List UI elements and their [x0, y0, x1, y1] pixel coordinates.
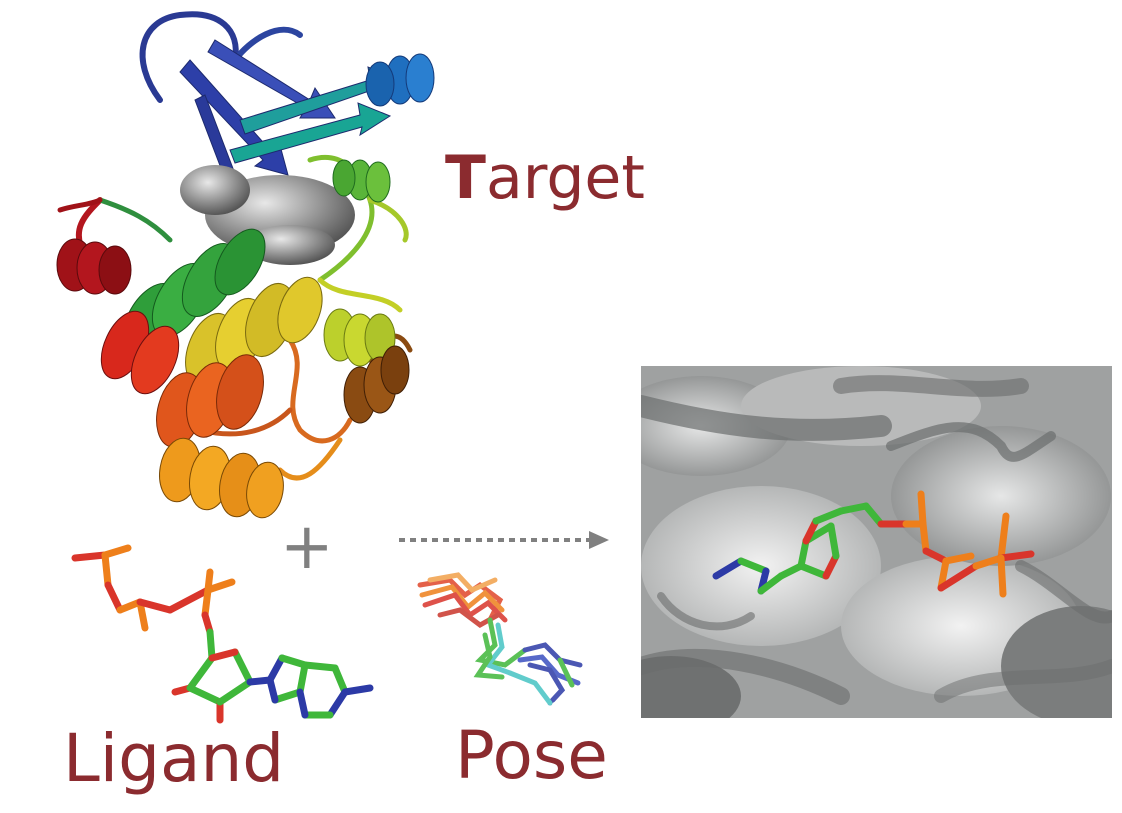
- pose-label: Pose: [455, 717, 608, 794]
- target-label-rest: arget: [485, 143, 645, 213]
- binding-pocket-panel: [641, 366, 1112, 718]
- target-label: Target: [445, 148, 645, 208]
- binding-pocket-icon: [641, 366, 1112, 718]
- protein-ribbon-icon: [56, 11, 435, 519]
- target-label-initial: T: [445, 143, 486, 213]
- pose-ensemble-icon: [417, 572, 588, 708]
- plus-sign: +: [280, 510, 334, 584]
- ligand-label: Ligand: [63, 720, 285, 797]
- ligand-stick-icon: [71, 544, 374, 724]
- dotted-arrow-icon: [399, 531, 609, 549]
